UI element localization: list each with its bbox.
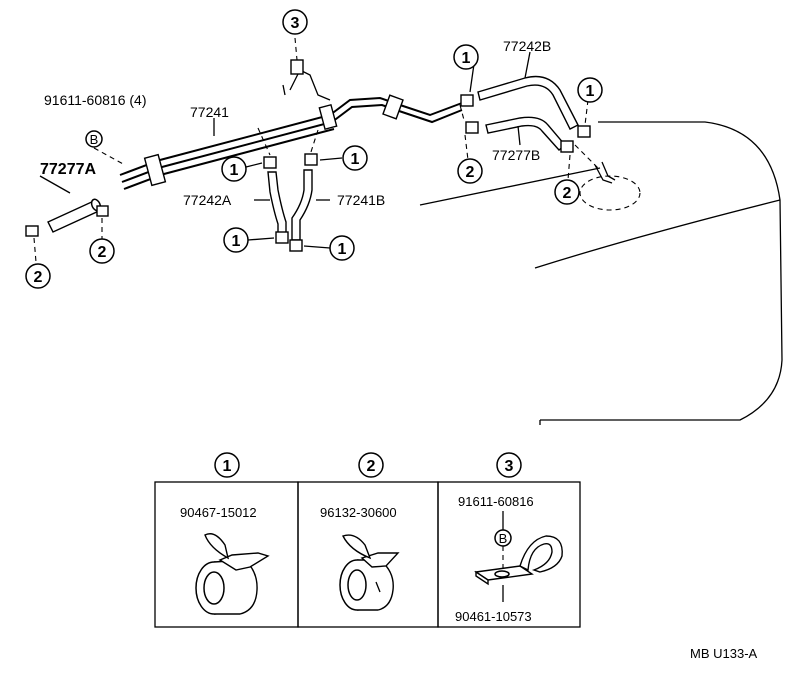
callout-2-a-label: 2 [34, 269, 43, 286]
callout-3-top: 3 [282, 9, 308, 35]
legend-2-part: 96132-30600 [320, 505, 397, 520]
b-marker-top: B [85, 130, 103, 148]
clips-on-lines [25, 59, 591, 252]
legend-1-number: 1 [223, 458, 232, 475]
b-marker-top-label: B [90, 132, 99, 147]
hose-77277a [47, 198, 102, 233]
legend-3-part-bottom: 90461-10573 [455, 609, 532, 624]
callout-2-a: 2 [25, 263, 51, 289]
legend-box-2: 96132-30600 [297, 481, 439, 628]
label-77242b: 77242B [503, 38, 551, 54]
legend-box-3: 91611-60816 B 90461-10573 [437, 481, 581, 628]
callout-1-b: 1 [342, 145, 368, 171]
callout-1-c: 1 [223, 227, 249, 253]
label-91611-60816-4: 91611-60816 (4) [44, 92, 146, 108]
callout-1-d-label: 1 [338, 241, 347, 258]
solid-leaders [39, 51, 531, 249]
tank-neck [594, 161, 616, 184]
callout-2-c-label: 2 [466, 164, 475, 181]
callout-2-d: 2 [554, 179, 580, 205]
callout-2-b-label: 2 [98, 244, 107, 261]
legend-1-title: 1 [214, 452, 240, 478]
legend-box-1: 90467-15012 [154, 481, 299, 628]
legend-3-part-top: 91611-60816 [458, 494, 534, 509]
dashed-leaders [33, 37, 601, 263]
fuel-tank-outline [419, 121, 783, 425]
callout-1-a: 1 [221, 156, 247, 182]
callout-2-b: 2 [89, 238, 115, 264]
callout-1-a-label: 1 [230, 162, 239, 179]
legend-3-title: 3 [496, 452, 522, 478]
callout-1-d: 1 [329, 235, 355, 261]
label-77277b: 77277B [492, 147, 540, 163]
callout-1-e-label: 1 [462, 50, 471, 67]
b-marker-legend-label: B [499, 531, 508, 546]
hose-77277b [485, 116, 566, 151]
callout-2-d-label: 2 [563, 185, 572, 202]
label-77241b: 77241B [337, 192, 385, 208]
hose-77241b [291, 169, 313, 241]
legend-2-number: 2 [367, 458, 376, 475]
clip-96132-30600-icon [339, 534, 400, 611]
callout-1-e: 1 [453, 44, 479, 70]
hose-77242a [267, 171, 287, 241]
hose-77242b [477, 75, 579, 130]
clip-90467-15012-icon [195, 533, 270, 615]
label-77277a: 77277A [40, 161, 96, 178]
label-77241: 77241 [190, 104, 229, 120]
callout-1-f-label: 1 [586, 83, 595, 100]
callout-1-f: 1 [577, 77, 603, 103]
b-marker-legend: B [494, 529, 512, 547]
clamp-bracket-icon [474, 535, 563, 586]
label-77242a: 77242A [183, 192, 232, 208]
callout-2-c: 2 [457, 158, 483, 184]
callout-1-c-label: 1 [232, 233, 241, 250]
legend-1-part: 90467-15012 [180, 505, 257, 520]
legend-3-number: 3 [505, 458, 514, 475]
vapor-pipe-77241 [119, 69, 463, 190]
callout-1-b-label: 1 [351, 151, 360, 168]
diagram-code: MB U133-A [690, 646, 758, 661]
callout-3-top-label: 3 [291, 15, 300, 32]
legend-2-title: 2 [358, 452, 384, 478]
